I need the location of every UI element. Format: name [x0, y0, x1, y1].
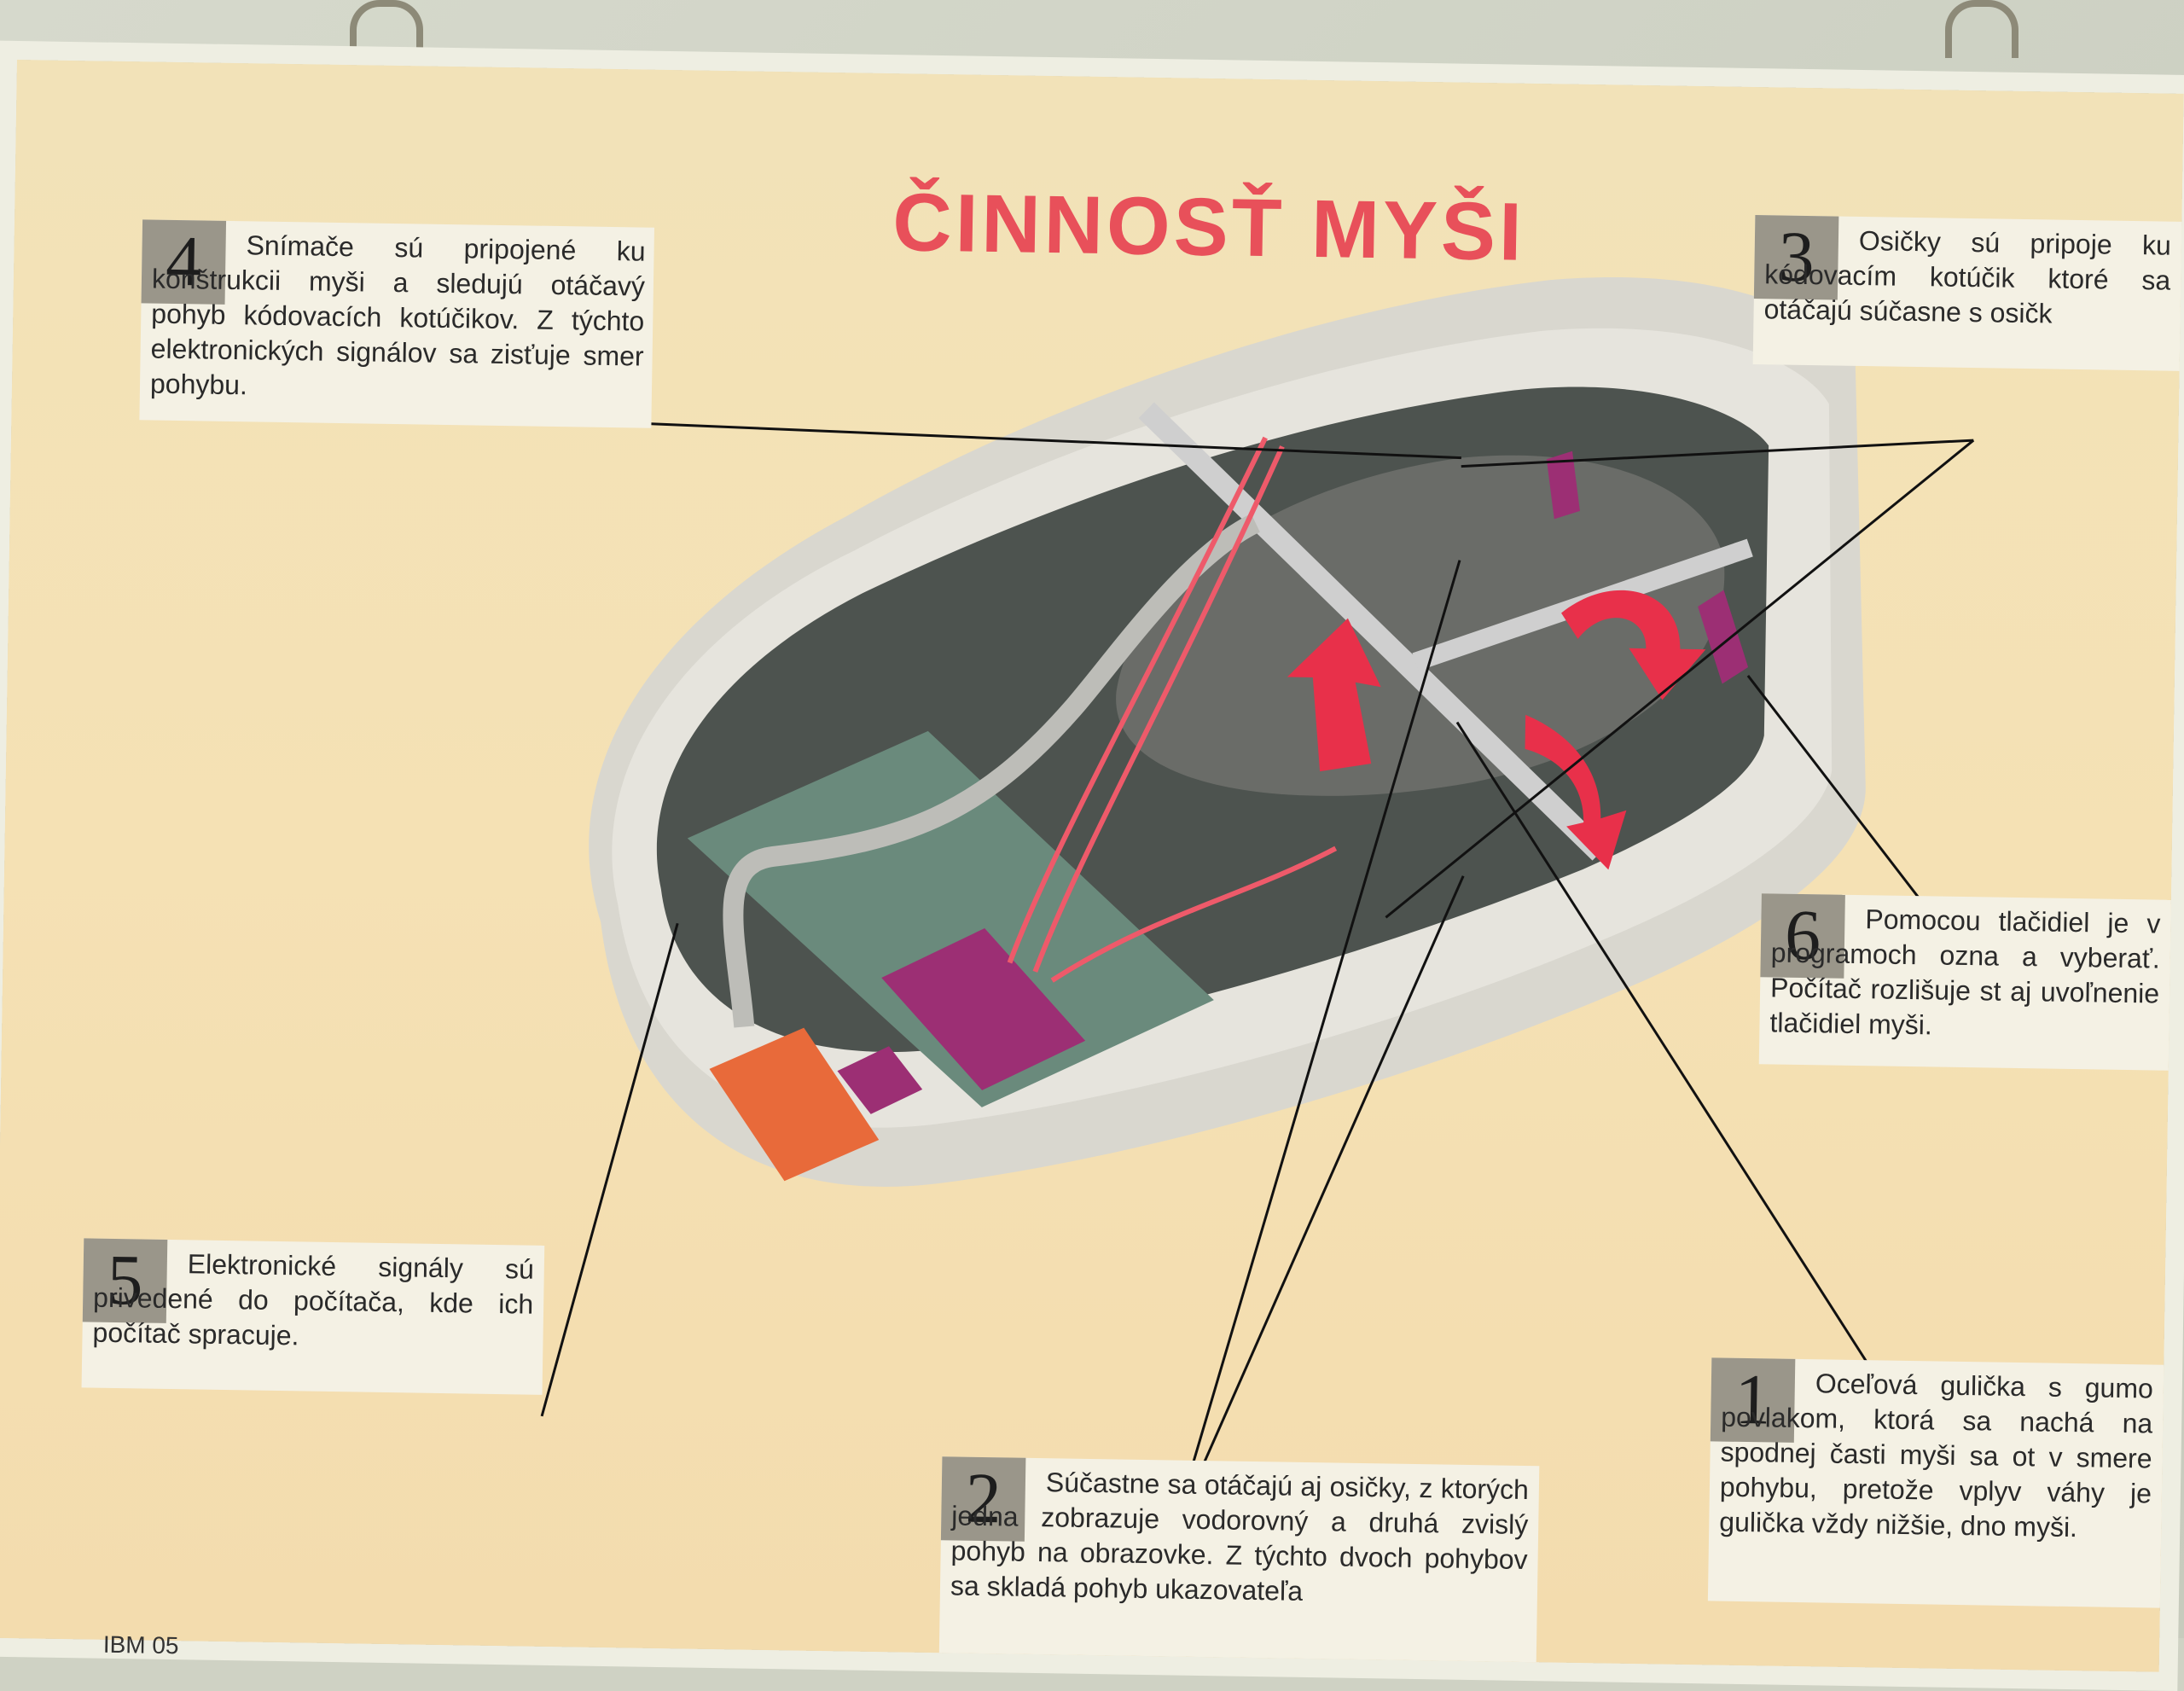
callout-1-text: Oceľová gulička s gumo povlakom, ktorá s… [1719, 1368, 2154, 1543]
mouse-illustration [540, 277, 1975, 1538]
mouse-button-sensor [1698, 590, 1749, 684]
callout-1: 1 Oceľová gulička s gumo povlakom, ktorá… [1707, 1357, 2164, 1608]
callout-4-text: Snímače sú pripojené ku konštrukcii myši… [149, 230, 646, 401]
callout-6: 6 Pomocou tlačidiel je v programoch ozna… [1758, 893, 2171, 1071]
roller-shaft [1138, 402, 1608, 861]
callout-2-text: Súčastne sa otáčajú aj osičky, z ktorých… [950, 1467, 1530, 1607]
hanger-hook-left [350, 0, 423, 58]
rotation-arrow-bottom [1525, 714, 1627, 870]
small-chip [837, 1046, 923, 1114]
wire-connector [709, 1027, 880, 1182]
callout-5: 5 Elektronické signály sú privedené do p… [81, 1238, 545, 1395]
callout-2: 2 Súčastne sa otáčajú aj osičky, z ktorý… [938, 1456, 1540, 1663]
rotation-arrow-left [1287, 618, 1381, 772]
wires [1007, 436, 1338, 983]
hanger-hook-right [1945, 0, 2018, 58]
callout-6-text: Pomocou tlačidiel je v programoch ozna a… [1769, 904, 2161, 1041]
cable [723, 514, 1261, 1028]
footer-code: IBM 05 [102, 1630, 179, 1659]
callout-3-text: Osičky sú pripoje ku kódovacím kotúčik k… [1763, 224, 2172, 329]
rotation-arrow-right [1561, 590, 1706, 700]
callout-4: 4 Snímače sú pripojené ku konštrukcii my… [139, 219, 655, 428]
circuit-board [687, 730, 1214, 1107]
sensor-emitter [1546, 450, 1580, 520]
poster: ČINNOSŤ MYŠI [0, 60, 2184, 1672]
callout-3: 3 Osičky sú pripoje ku kódovacím kotúčik… [1752, 215, 2182, 371]
processor-chip [881, 927, 1086, 1090]
callout-5-text: Elektronické signály sú privedené do poč… [92, 1248, 535, 1351]
